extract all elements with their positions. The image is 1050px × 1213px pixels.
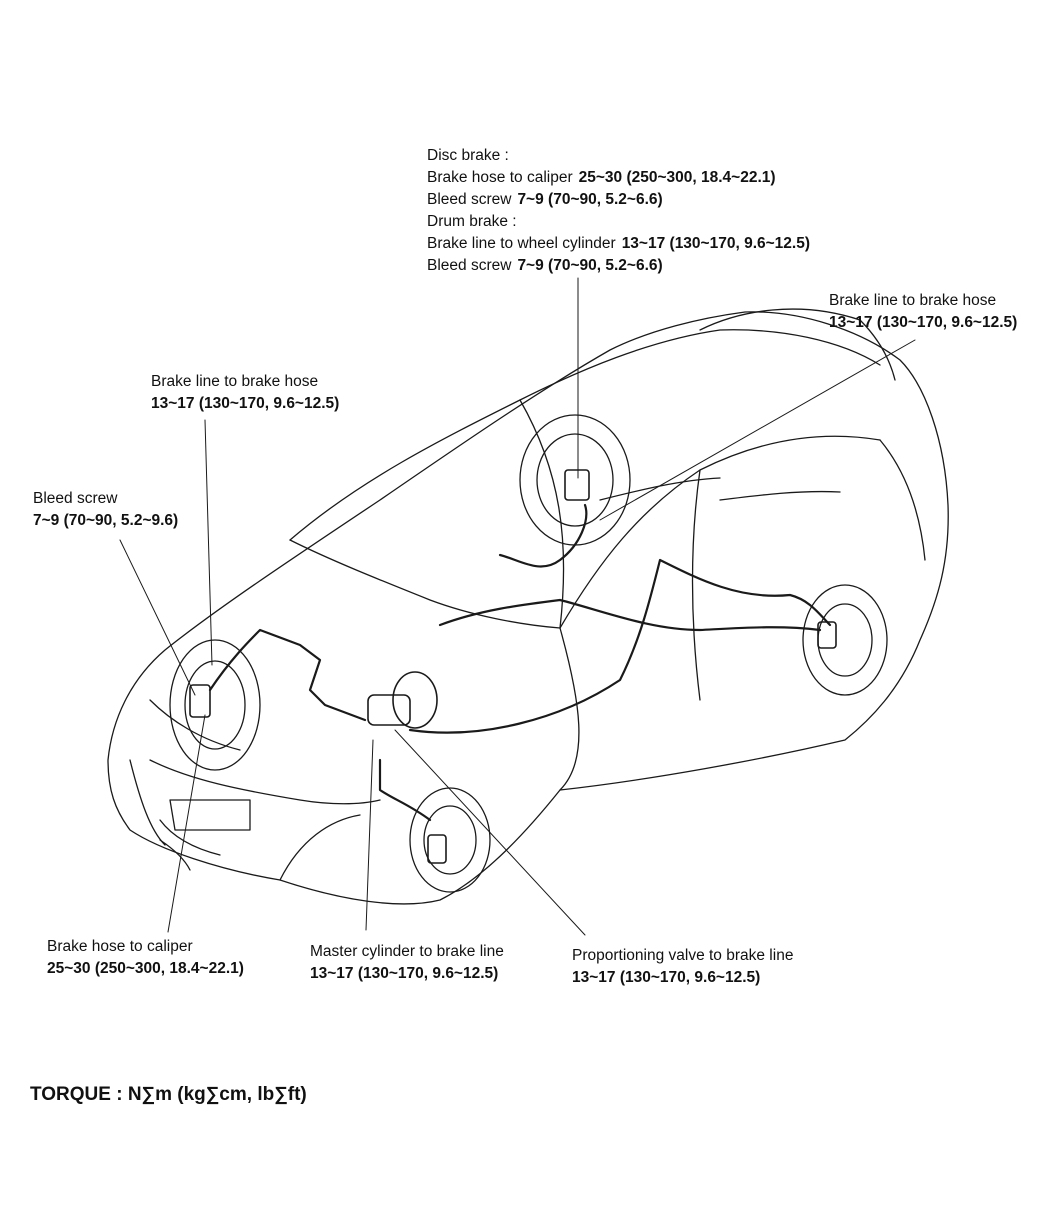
callout-rear-right-hose: Brake line to brake hose 13~17 (130~170,…	[829, 290, 1017, 334]
drum-wheel-cylinder-label: Brake line to wheel cylinder	[427, 235, 616, 252]
callout-label: Master cylinder to brake line	[310, 943, 504, 960]
front-right-caliper	[428, 835, 446, 863]
disc-hose-caliper-row: Brake hose to caliper 25~30 (250~300, 18.…	[427, 167, 810, 189]
callout-brake-hose-caliper: Brake hose to caliper 25~30 (250~300, 18…	[47, 936, 244, 980]
callout-label: Proportioning valve to brake line	[572, 947, 794, 964]
rear-left-caliper	[565, 470, 589, 500]
callout-value: 25~30 (250~300, 18.4~22.1)	[47, 960, 244, 977]
front-left-wheel	[170, 640, 260, 770]
disc-brake-heading: Disc brake :	[427, 147, 509, 164]
brake-components	[190, 470, 836, 863]
brake-lines	[210, 505, 830, 820]
callout-label: Brake line to brake hose	[151, 373, 319, 390]
disc-bleed-row: Bleed screw 7~9 (70~90, 5.2~6.6)	[427, 189, 810, 211]
callout-proportioning-valve: Proportioning valve to brake line 13~17 …	[572, 945, 793, 989]
leader-lines	[120, 278, 915, 935]
disc-bleed-label: Bleed screw	[427, 191, 512, 208]
drum-wheel-cylinder-row: Brake line to wheel cylinder 13~17 (130~1…	[427, 233, 810, 255]
callout-disc-drum-brake: Disc brake : Brake hose to caliper 25~30 …	[427, 145, 810, 277]
callout-label: Brake line to brake hose	[829, 292, 997, 309]
torque-units-note: TORQUE : N∑m (kg∑cm, lb∑ft)	[30, 1084, 307, 1105]
callout-value: 13~17 (130~170, 9.6~12.5)	[572, 969, 761, 986]
callout-bleed-screw: Bleed screw 7~9 (70~90, 5.2~9.6)	[33, 488, 178, 532]
callout-left-front-hose: Brake line to brake hose 13~17 (130~170,…	[151, 371, 339, 415]
rear-right-wheel	[803, 585, 887, 695]
brake-booster	[393, 672, 437, 728]
callout-value: 13~17 (130~170, 9.6~12.5)	[829, 314, 1018, 331]
disc-bleed-value: 7~9 (70~90, 5.2~6.6)	[517, 191, 663, 208]
drum-wheel-cylinder-value: 13~17 (130~170, 9.6~12.5)	[621, 235, 811, 252]
callout-label: Brake hose to caliper	[47, 938, 193, 955]
drum-bleed-row: Bleed screw 7~9 (70~90, 5.2~6.6)	[427, 255, 810, 277]
drum-brake-heading: Drum brake :	[427, 213, 517, 230]
callout-label: Bleed screw	[33, 490, 118, 507]
master-cylinder	[368, 695, 410, 725]
wheels	[170, 415, 887, 892]
callout-master-cylinder: Master cylinder to brake line 13~17 (130…	[310, 941, 504, 985]
disc-hose-caliper-value: 25~30 (250~300, 18.4~22.1)	[578, 169, 776, 186]
drum-bleed-label: Bleed screw	[427, 257, 512, 274]
front-left-caliper	[190, 685, 210, 717]
front-right-wheel	[410, 788, 490, 892]
callout-value: 13~17 (130~170, 9.6~12.5)	[310, 965, 499, 982]
drum-bleed-value: 7~9 (70~90, 5.2~6.6)	[517, 257, 663, 274]
callout-value: 7~9 (70~90, 5.2~9.6)	[33, 512, 179, 529]
callout-value: 13~17 (130~170, 9.6~12.5)	[151, 395, 340, 412]
disc-hose-caliper-label: Brake hose to caliper	[427, 169, 573, 186]
